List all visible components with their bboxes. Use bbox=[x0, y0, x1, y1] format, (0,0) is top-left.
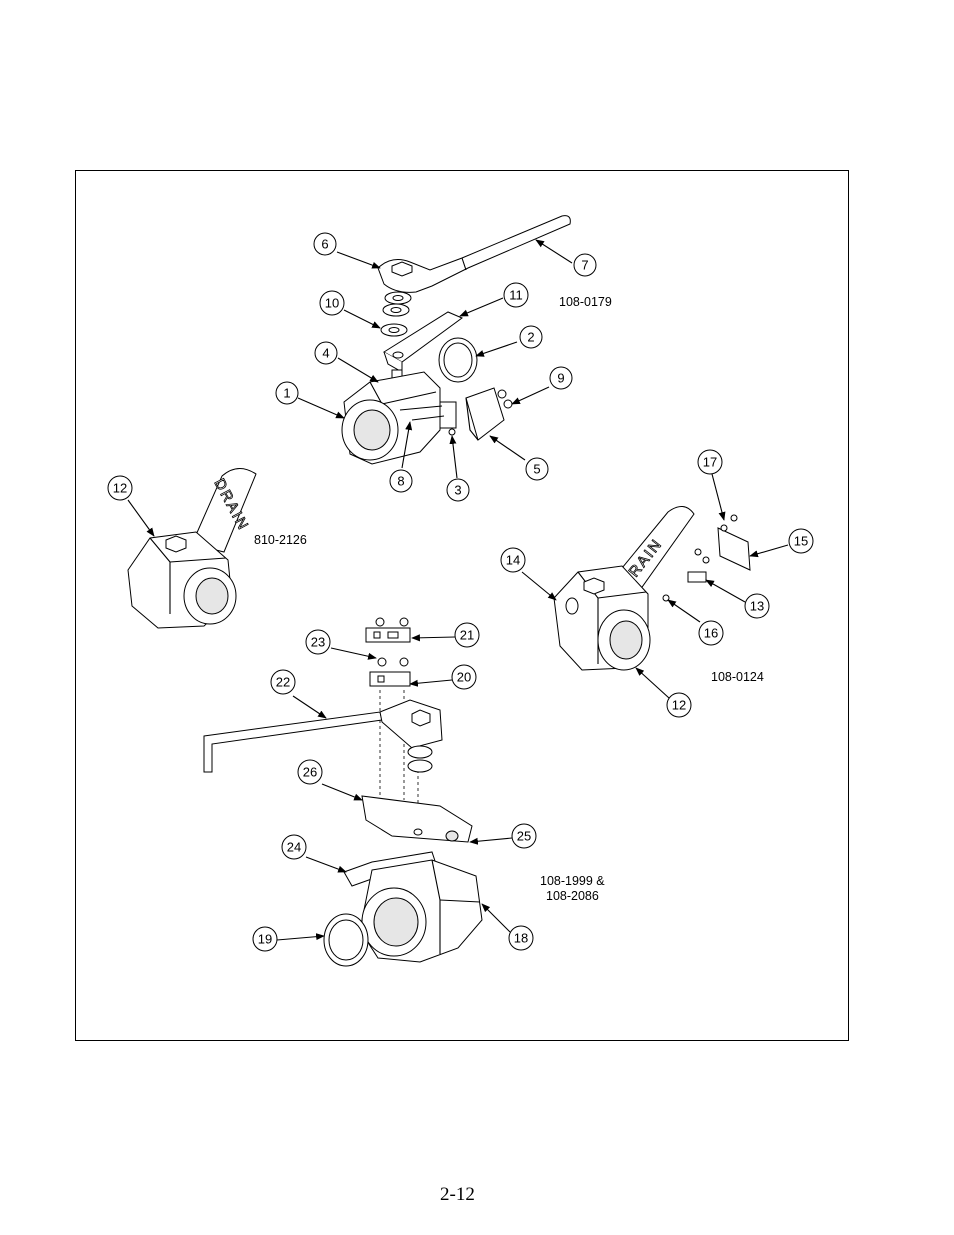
svg-text:23: 23 bbox=[311, 635, 325, 650]
callout-12-left: 12 bbox=[107, 475, 133, 501]
callout-2: 2 bbox=[519, 325, 543, 349]
callout-22: 22 bbox=[270, 669, 296, 695]
drain-handle bbox=[191, 468, 257, 553]
callout-25: 25 bbox=[511, 823, 537, 849]
svg-text:26: 26 bbox=[303, 765, 317, 780]
callout-1: 1 bbox=[275, 381, 299, 405]
valve-assembly-108-1999 bbox=[203, 617, 483, 967]
switch-housing bbox=[465, 387, 505, 441]
model-label-bottom-line1: 108-1999 & bbox=[540, 874, 605, 888]
svg-text:16: 16 bbox=[704, 626, 718, 641]
callout-6: 6 bbox=[313, 232, 337, 256]
callout-5: 5 bbox=[525, 457, 549, 481]
callout-14: 14 bbox=[500, 547, 526, 573]
callout-10: 10 bbox=[319, 290, 345, 316]
callout-20: 20 bbox=[451, 664, 477, 690]
switch-lower bbox=[369, 671, 411, 687]
callout-9: 9 bbox=[549, 366, 573, 390]
callouts: 1 2 3 4 5 6 7 8 9 10 11 12 12 13 14 15 1… bbox=[107, 232, 814, 952]
valve-assembly-108-0179 bbox=[341, 215, 571, 465]
callout-19: 19 bbox=[252, 926, 278, 952]
callout-24: 24 bbox=[281, 834, 307, 860]
svg-text:21: 21 bbox=[460, 628, 474, 643]
svg-text:11: 11 bbox=[509, 288, 523, 303]
svg-text:2: 2 bbox=[527, 330, 534, 345]
svg-text:7: 7 bbox=[581, 258, 588, 273]
callout-12-right: 12 bbox=[666, 692, 692, 718]
svg-text:5: 5 bbox=[533, 462, 540, 477]
svg-text:6: 6 bbox=[321, 237, 328, 252]
svg-text:22: 22 bbox=[276, 675, 290, 690]
svg-text:14: 14 bbox=[506, 553, 520, 568]
svg-text:4: 4 bbox=[322, 346, 329, 361]
callout-17: 17 bbox=[697, 449, 723, 475]
svg-text:8: 8 bbox=[397, 474, 404, 489]
svg-text:18: 18 bbox=[514, 931, 528, 946]
callout-11: 11 bbox=[503, 282, 529, 308]
callout-13: 13 bbox=[744, 593, 770, 619]
lever-rod bbox=[203, 711, 383, 773]
valve-assembly-810-2126: DRAIN bbox=[127, 468, 257, 629]
svg-text:20: 20 bbox=[457, 670, 471, 685]
svg-text:3: 3 bbox=[454, 483, 461, 498]
svg-text:1: 1 bbox=[283, 386, 290, 401]
callout-23: 23 bbox=[305, 629, 331, 655]
callout-16: 16 bbox=[698, 620, 724, 646]
callout-8: 8 bbox=[389, 469, 413, 493]
callout-7: 7 bbox=[573, 253, 597, 277]
svg-text:19: 19 bbox=[258, 932, 272, 947]
callout-4: 4 bbox=[314, 341, 338, 365]
svg-text:17: 17 bbox=[703, 455, 717, 470]
callout-3: 3 bbox=[446, 478, 470, 502]
model-label-left: 810-2126 bbox=[254, 533, 307, 547]
page-number: 2-12 bbox=[440, 1184, 475, 1205]
svg-text:15: 15 bbox=[794, 534, 808, 549]
model-label-right: 108-0124 bbox=[711, 670, 764, 684]
svg-text:24: 24 bbox=[287, 840, 301, 855]
lever-handle bbox=[377, 215, 571, 293]
svg-text:13: 13 bbox=[750, 599, 764, 614]
plate bbox=[361, 795, 473, 843]
callout-26: 26 bbox=[297, 759, 323, 785]
callout-15: 15 bbox=[788, 528, 814, 554]
diagram-frame bbox=[75, 170, 849, 1041]
svg-text:12: 12 bbox=[672, 698, 686, 713]
svg-text:25: 25 bbox=[517, 829, 531, 844]
mounting-bracket bbox=[383, 311, 464, 363]
model-label-bottom-line2: 108-2086 bbox=[546, 889, 599, 903]
callout-18: 18 bbox=[508, 925, 534, 951]
svg-text:10: 10 bbox=[325, 296, 339, 311]
callout-21: 21 bbox=[454, 622, 480, 648]
svg-text:9: 9 bbox=[557, 371, 564, 386]
callout-leaders bbox=[127, 239, 789, 941]
model-label-top: 108-0179 bbox=[559, 295, 612, 309]
svg-text:12: 12 bbox=[113, 481, 127, 496]
